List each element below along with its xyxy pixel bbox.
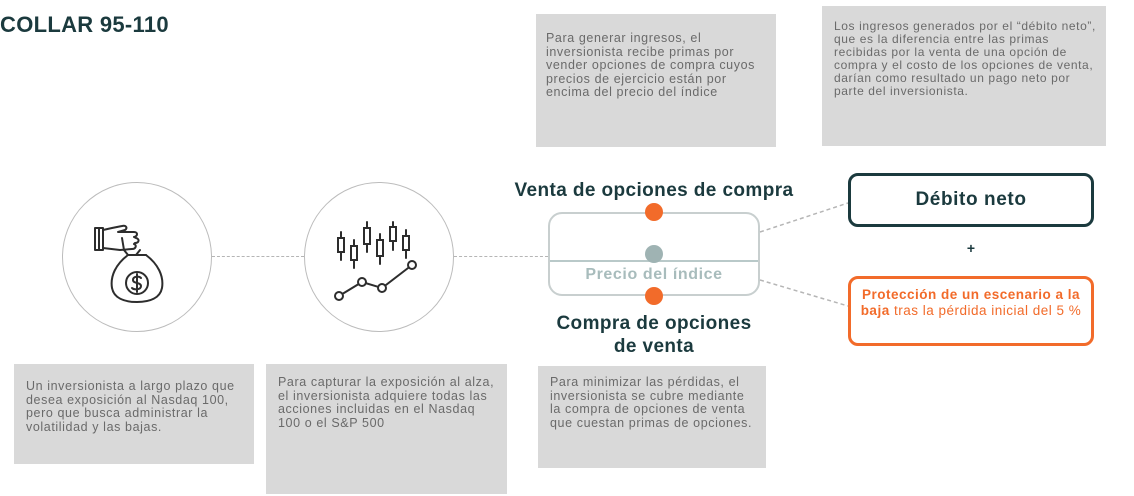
note-buy-puts-text: Para minimizar las pérdidas, el inversio… [550, 375, 753, 430]
note-exposure: Para capturar la exposición al alza, el … [266, 364, 507, 494]
buy-puts-label-line1: Compra de opciones [556, 313, 752, 334]
note-sell-calls-text: Para generar ingresos, el inversionista … [546, 31, 755, 99]
protection-bold-text: Protección de un escenario a la baja [860, 287, 1081, 318]
net-debit-box: Débito neto [848, 173, 1094, 227]
note-buy-puts: Para minimizar las pérdidas, el inversio… [538, 366, 766, 468]
buy-puts-label-line2: de venta [613, 336, 695, 357]
plus-sign: + [966, 240, 976, 256]
call-strike-dot [645, 203, 663, 221]
protection-rest-text: tras la pérdida inicial del 5 % [893, 303, 1082, 318]
page-title: COLLAR 95-110 [0, 12, 169, 37]
note-investor: Un inversionista a largo plazo que desea… [14, 364, 254, 464]
investor-circle [62, 182, 212, 332]
note-investor-text: Un inversionista a largo plazo que desea… [26, 379, 235, 434]
downside-protection-box: Protección de un escenario a la baja tra… [848, 276, 1094, 346]
money-bag-hand-icon [93, 224, 163, 303]
index-price-dot [645, 245, 663, 263]
note-net-debit-text: Los ingresos generados por el “débito ne… [834, 19, 1096, 98]
note-net-debit: Los ingresos generados por el “débito ne… [822, 6, 1106, 146]
candlestick-chart-icon [333, 220, 417, 301]
index-price-label: Precio del índice [585, 266, 723, 283]
put-strike-dot [645, 287, 663, 305]
connector-line-2 [454, 256, 548, 257]
note-exposure-text: Para capturar la exposición al alza, el … [278, 375, 495, 430]
buy-puts-label: Compra de opciones de venta [514, 312, 794, 358]
strategy-circle [304, 182, 454, 332]
sell-calls-label: Venta de opciones de compra [514, 180, 794, 201]
connector-line-1 [212, 256, 304, 257]
note-sell-calls: Para generar ingresos, el inversionista … [536, 14, 776, 147]
